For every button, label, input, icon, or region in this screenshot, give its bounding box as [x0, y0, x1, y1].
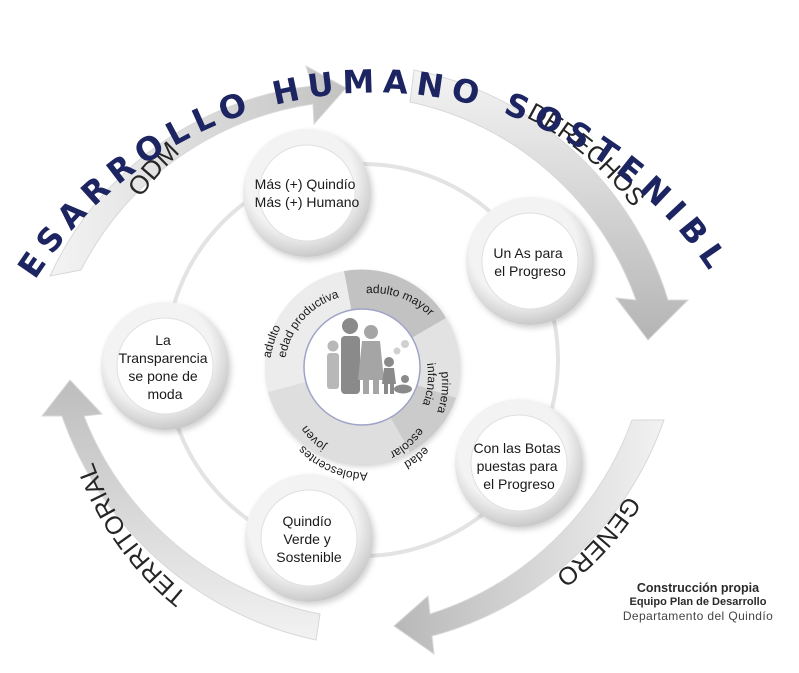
arrow-label-territorial: TERRITORIAL — [72, 460, 191, 612]
node-un-as — [466, 197, 594, 325]
node-label-quindio-verde: Quindío Verde y Sostenible — [276, 513, 342, 565]
credit-line-3: Departamento del Quindío — [622, 609, 774, 623]
arrow-territorial — [40, 379, 321, 641]
node-con-las-botas — [455, 399, 583, 527]
node-transparencia — [101, 302, 229, 430]
node-label-mas-quindio: Más (+) Quindío Más (+) Humano — [255, 176, 360, 210]
life-stage-wheel: adulto mayor primera infancia edad escol… — [260, 269, 461, 484]
credit-block: Construcción propia Equipo Plan de Desar… — [600, 581, 796, 623]
node-label-con-las-botas: Con las Botas puestas para el Progreso — [473, 440, 564, 492]
arrow-odm — [49, 64, 347, 277]
label-primera: primera — [434, 371, 453, 416]
credit-line-1: Construcción propia — [636, 581, 760, 595]
node-mas-quindio — [243, 129, 371, 257]
node-label-transparencia: La Transparencia se pone de moda — [119, 332, 212, 402]
node-quindio-verde — [245, 474, 373, 602]
credit-line-2: Equipo Plan de Desarrollo — [629, 596, 767, 608]
family-silhouette — [327, 318, 412, 394]
program-nodes: Más (+) Quindío Más (+) Humano Un As par… — [101, 129, 594, 602]
node-label-un-as: Un As para el Progreso — [493, 245, 566, 279]
arrow-genero — [393, 419, 665, 656]
arrow-derechos — [409, 69, 690, 341]
